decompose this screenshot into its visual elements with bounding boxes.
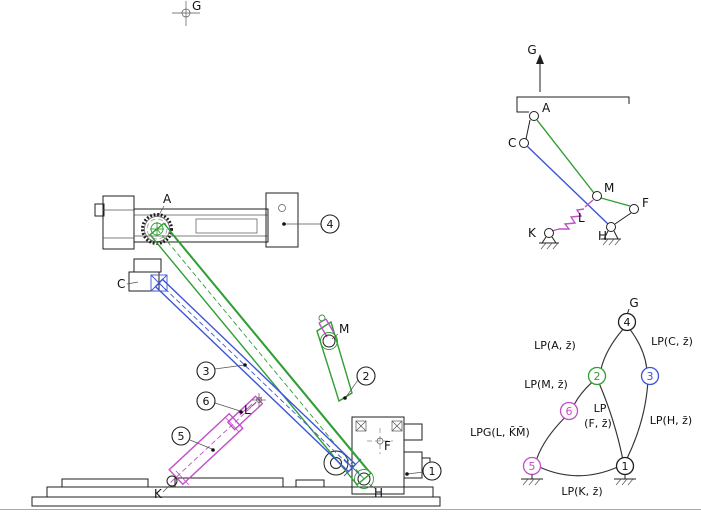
actuator-assembly [94,192,299,250]
callout-part-1-label: 1 [429,465,436,478]
graph-node-3 [640,366,660,386]
schematic-joint-k [544,228,554,238]
graph-edge-label-lkm: LPG(L, K̄M̄) [470,426,530,439]
label-m: M [339,322,349,336]
schematic-joint-c [519,138,529,148]
schematic-label-h: H [598,229,607,243]
support-column [323,416,431,495]
schematic-link-3 [526,145,609,225]
graph-edge-2-1 [598,383,624,459]
graph-node-2 [587,366,607,386]
graph-ground-1 [614,474,636,486]
graph-edge-label-h: LP(H, z̄) [650,414,692,427]
graph-edge-label-c: LP(C, z̄) [651,335,693,348]
joint-l-marker [252,393,266,407]
graph-edge-5-1 [540,466,617,477]
graph-node-5-label: 5 [529,460,536,473]
link-2-flap [316,320,353,403]
graph-label-g: G [629,296,638,310]
schematic-ground-h [601,230,621,246]
callout-part-6 [196,391,216,411]
graph-edge-label-f-1: LP [594,402,607,415]
callout-part-6-label: 6 [203,395,210,408]
joint-labels: A C M L K H F [117,192,391,501]
schematic-label-m: M [604,181,614,195]
callout-part-4-label: 4 [327,218,334,231]
joint-k [166,475,178,487]
label-k: K [154,487,163,501]
graph-node-1-label: 1 [622,460,629,473]
schematic-link-2a [536,119,595,194]
graph-node-2-label: 2 [594,370,601,383]
graph-edge-label-a: LP(A, z̄) [534,339,576,352]
link-3-blue [154,278,362,477]
part-callouts: 1 2 3 4 5 6 [171,214,442,481]
cylinder-body-5 [168,412,244,486]
graph-node-4 [617,312,637,332]
bracket-c [128,258,168,292]
joint-f-crosshair [367,428,393,454]
label-l: L [244,403,251,417]
graph-edge-3-1 [626,384,649,459]
callout-part-5-label: 5 [178,430,185,443]
kinematic-schematic: G A C M F H L K [508,43,649,250]
schematic-joint-a [529,111,539,121]
datum-g-marker: G [172,0,201,26]
datum-g-label: G [192,0,201,13]
schematic-actuator-l [551,199,594,232]
label-h: H [374,486,383,500]
schematic-label-k: K [528,226,537,240]
graph-edge-4-3 [629,329,648,369]
label-c: C [117,277,125,291]
graph-edge-6-5 [536,417,565,460]
callout-part-1 [422,461,442,481]
schematic-joint-h [606,222,616,232]
link-2-green [149,222,372,486]
callout-part-3 [196,361,216,381]
schematic-joint-m [592,191,602,201]
graph-ground-5 [521,474,543,486]
graph-edge-label-k: LP(K, z̄) [561,485,602,498]
graph-node-6-label: 6 [566,405,573,418]
callout-part-2 [356,366,376,386]
schematic-ground-k [539,236,559,250]
schematic-label-f: F [642,196,649,210]
graph-edge-label-m: LP(M, z̄) [524,378,568,391]
graph-edge-2-6 [573,382,593,405]
schematic-frame [516,96,630,113]
callout-part-4 [320,214,340,234]
callout-part-2-label: 2 [363,370,370,383]
graph-node-4-label: 4 [624,316,631,329]
base-assembly [31,477,441,507]
joint-h [357,472,371,486]
label-f: F [384,439,391,453]
schematic-joint-f [629,204,639,214]
label-a: A [163,192,172,206]
schematic-link-2b [600,197,631,207]
callout-part-3-label: 3 [203,365,210,378]
schematic-label-g: G [527,43,536,57]
joint-m [318,314,338,350]
joint-h-highlight [354,469,374,489]
cylinder-5-piston-6 [166,393,266,487]
graph-edge-4-2 [600,329,624,369]
schematic-label-a: A [542,101,551,115]
piston-rod-6 [226,395,264,431]
schematic-label-c: C [508,136,516,150]
joint-bottom-cross [343,458,362,477]
graph-edge-label-f-2: (F, z̄) [584,417,612,430]
graph-node-3-label: 3 [647,370,654,383]
callout-part-5 [171,426,191,446]
schematic-label-l: L [578,211,585,225]
structure-graph: G 4 2 3 6 5 1 LP(A, z̄) LP(C, z̄) LP(M, … [470,296,693,498]
graph-node-6 [559,401,579,421]
g-arrowhead [536,54,544,64]
